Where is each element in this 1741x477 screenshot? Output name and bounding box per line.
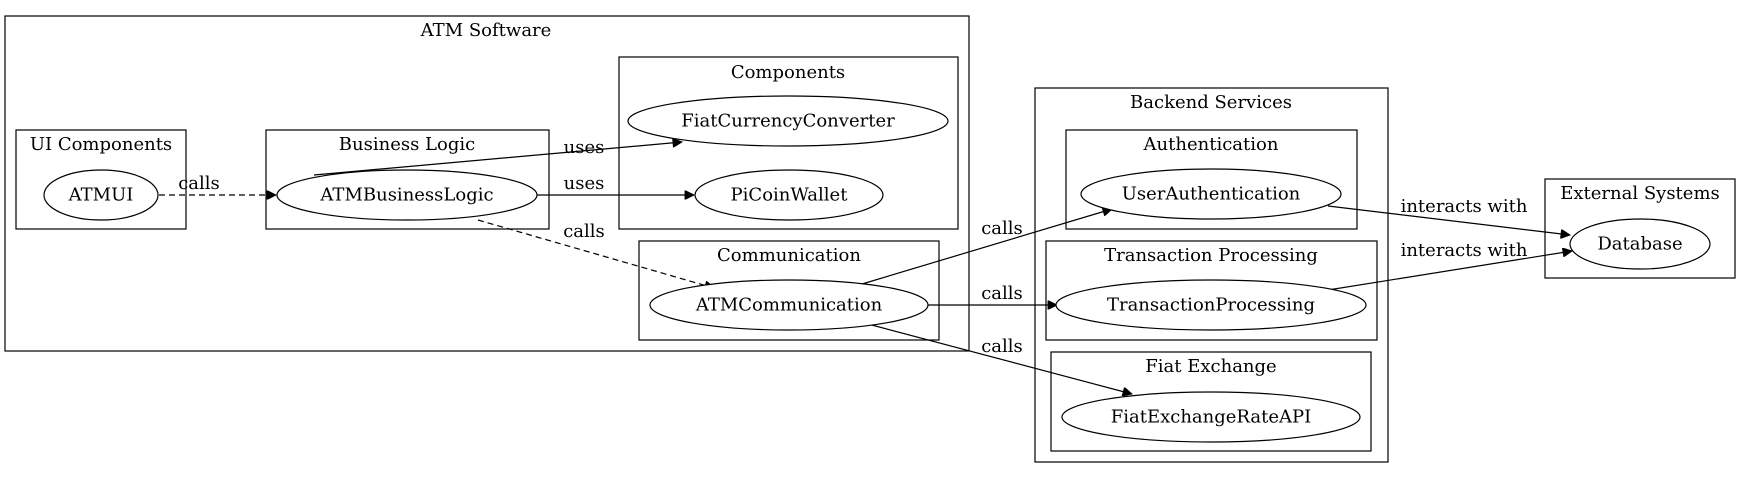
node-label-database: Database [1597,234,1682,255]
edge-label-calls-4: calls [981,283,1023,304]
cluster-title-business-logic: Business Logic [339,134,475,155]
node-label-pi-coin-wallet: PiCoinWallet [731,185,849,206]
node-user-authentication[interactable]: UserAuthentication [1080,168,1342,220]
cluster-title-components: Components [731,62,845,83]
cluster-title-fiat-exchange: Fiat Exchange [1145,356,1276,377]
node-label-fiat-exchange-rate-api: FiatExchangeRateAPI [1111,407,1311,428]
edge-label-calls-3: calls [981,218,1023,239]
edge-label-calls-5: calls [981,336,1023,357]
node-label-atm-business-logic: ATMBusinessLogic [319,185,493,206]
node-fiat-currency-converter[interactable]: FiatCurrencyConverter [627,95,949,147]
cluster-business-logic: Business Logic [265,129,550,230]
cluster-title-transaction-processing: Transaction Processing [1104,245,1318,266]
cluster-fiat-exchange: Fiat Exchange [1050,351,1372,452]
edge-userauth-to-database [1327,205,1570,235]
node-label-user-authentication: UserAuthentication [1122,184,1301,205]
edge-label-uses-2: uses [564,173,605,194]
edges: calls uses uses calls calls calls calls … [159,137,1572,394]
node-transaction-processing[interactable]: TransactionProcessing [1055,279,1367,331]
cluster-authentication: Authentication [1065,129,1358,230]
node-atm-business-logic[interactable]: ATMBusinessLogic [276,169,538,221]
node-pi-coin-wallet[interactable]: PiCoinWallet [694,169,884,221]
cluster-communication: Communication [638,240,940,341]
node-label-atmui: ATMUI [68,185,134,206]
node-label-fiat-currency-converter: FiatCurrencyConverter [681,111,895,132]
node-fiat-exchange-rate-api[interactable]: FiatExchangeRateAPI [1061,391,1361,443]
cluster-title-ui-components: UI Components [30,134,172,155]
edge-businesslogic-to-fiatconverter [313,142,682,176]
edge-label-calls: calls [178,173,220,194]
cluster-backend-services: Backend Services [1034,87,1389,463]
edge-atmcommunication-to-userauth [861,209,1112,285]
cluster-external-systems: External Systems [1544,178,1736,279]
cluster-ui-components: UI Components [15,129,187,230]
node-label-transaction-processing: TransactionProcessing [1107,295,1315,316]
cluster-title-atm-software: ATM Software [420,20,552,41]
cluster-title-communication: Communication [717,245,861,266]
edge-transactionprocessing-to-database [1327,251,1572,291]
cluster-title-authentication: Authentication [1143,134,1279,155]
edge-atmcommunication-to-fiatexchangerateapi [867,323,1132,394]
cluster-transaction-processing: Transaction Processing [1045,240,1378,341]
node-atm-communication[interactable]: ATMCommunication [649,279,929,331]
cluster-title-backend-services: Backend Services [1130,92,1292,113]
cluster-components: Components [618,56,959,230]
cluster-title-external-systems: External Systems [1560,183,1720,204]
edge-label-calls-2: calls [563,221,605,242]
node-database[interactable]: Database [1569,218,1711,270]
edge-label-interacts-1: interacts with [1401,196,1528,217]
edge-label-interacts-2: interacts with [1401,240,1528,261]
edge-businesslogic-to-atmcommunication [477,219,714,288]
edge-label-uses-1: uses [564,137,605,158]
cluster-atm-software: ATM Software [4,15,970,352]
node-atmui[interactable]: ATMUI [43,169,159,221]
node-label-atm-communication: ATMCommunication [695,295,883,316]
